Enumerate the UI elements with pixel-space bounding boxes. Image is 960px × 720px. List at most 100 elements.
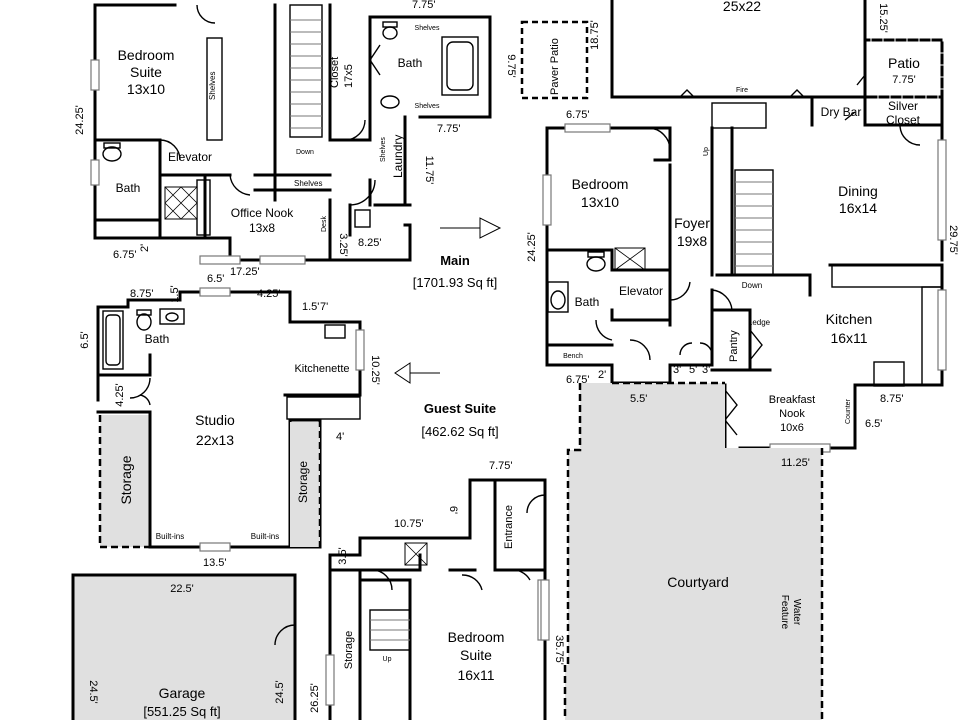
bedroom-main-size: 13x10 (581, 194, 619, 210)
breakfast-name1: Breakfast (769, 394, 815, 406)
dim-8-75g: 8.75' (130, 288, 154, 300)
garage-walls (71, 573, 297, 720)
dim-26-25: 26.25' (309, 683, 321, 713)
dim-6-75a: 6.75' (113, 249, 137, 261)
storage-s-label: Storage (343, 631, 355, 670)
dim-2a: 2' (139, 244, 151, 252)
bedroom-suite-nw-name2: Suite (130, 64, 162, 80)
silver-closet-name2: Closet (886, 113, 921, 127)
direction-arrows (394, 217, 502, 384)
dim-3b: 3' (702, 364, 710, 376)
dim-17-25: 17.25' (230, 266, 260, 278)
dim-10-75: 10.75' (394, 518, 424, 530)
shelves-bottom-label: Shelves (415, 103, 440, 110)
elevator-main-label: Elevator (619, 284, 663, 298)
shelves-nw-label: Shelves (208, 72, 217, 100)
dim-5: 5' (689, 364, 697, 376)
water-feature-name1: Water (791, 599, 802, 626)
dim-35-75: 35.75' (553, 635, 565, 665)
dim-7-75b: 7.75' (437, 123, 461, 135)
dim-29-75: 29.75' (947, 225, 959, 255)
dry-bar-label: Dry Bar (821, 105, 862, 119)
top-room-size: 25x22 (723, 0, 761, 14)
builtins-right-label: Built-ins (251, 532, 279, 541)
dim-2b: 2' (598, 369, 606, 381)
bath-guest-label: Bath (145, 332, 170, 346)
room-labels: Bedroom Suite 13x10 Bath Elevator Shelve… (116, 0, 921, 719)
builtins-left-label: Built-ins (156, 532, 184, 541)
nw-stairs (289, 4, 323, 138)
down-top-label: Down (296, 149, 314, 156)
dim-6-5k: 6.5' (865, 418, 882, 430)
bath-main-label: Bath (575, 295, 600, 309)
breakfast-size: 10x6 (780, 422, 804, 434)
office-nook-size: 13x8 (249, 221, 275, 235)
dim-4-25: 4.25' (257, 288, 281, 300)
desk-label: Desk (321, 216, 328, 232)
dining-size: 16x14 (839, 200, 877, 216)
dim-5-5: 5.5' (630, 393, 647, 405)
shelves-closet-label: Shelves (294, 179, 322, 188)
water-feature-name2: Feature (779, 595, 790, 630)
dim-10-25: 10.25' (369, 355, 381, 385)
nw-wing-walls (90, 3, 492, 265)
shelves-mid-label: Shelves (380, 137, 387, 162)
guest-section-name: Guest Suite (424, 401, 496, 416)
dim-15-25: 15.25' (877, 3, 889, 33)
dim-24-5b: 24.5' (274, 680, 286, 704)
shelves-top-label: Shelves (415, 25, 440, 32)
guest-suite-walls (96, 287, 365, 552)
dim-8-25: 8.25' (358, 237, 382, 249)
guest-section-area: [462.62 Sq ft] (421, 424, 498, 439)
dim-13-5: 13.5' (203, 557, 227, 569)
south-suite-walls (325, 478, 550, 720)
breakfast-name2: Nook (779, 408, 805, 420)
dim-24-5a: 24.5' (87, 680, 99, 704)
bath-top-label: Bath (398, 56, 423, 70)
dim-7: 7' (320, 301, 328, 313)
counter-label: Counter (845, 398, 852, 424)
storage-left-label: Storage (118, 455, 134, 504)
patio-label: Patio (888, 55, 920, 71)
dim-6-5side: 6.5' (79, 331, 91, 348)
kitchen-label: Kitchen (826, 311, 873, 327)
dim-6s: 6' (447, 506, 459, 514)
dim-11-75: 11.75' (423, 156, 435, 185)
paver-patio (520, 20, 589, 100)
pantry-label: Pantry (728, 330, 740, 362)
dim-4-25side: 4.25' (114, 383, 126, 407)
dim-22-5: 22.5' (170, 583, 194, 595)
laundry-label: Laundry (391, 135, 405, 178)
down-main-label: Down (742, 281, 762, 290)
patio-dim: 7.75' (892, 74, 916, 86)
garage-area: [551.25 Sq ft] (143, 704, 220, 719)
bedroom-suite-s-name2: Suite (460, 647, 492, 663)
dim-1-5a: 1.5' (169, 285, 181, 302)
closet-top-size: 17x5 (343, 64, 355, 88)
main-section-name: Main (440, 253, 470, 268)
dining-label: Dining (838, 183, 878, 199)
entrance-label: Entrance (503, 505, 515, 549)
dim-3-5: 3.5' (337, 547, 349, 564)
paver-patio-label: Paver Patio (549, 38, 561, 95)
bedroom-suite-s-size: 16x11 (457, 667, 494, 683)
up-main-label: Up (703, 147, 710, 156)
dim-24-25: 24.25' (74, 105, 86, 135)
bedroom-suite-nw-name1: Bedroom (118, 47, 175, 63)
fire-label: Fire (736, 87, 748, 94)
bedroom-main-label: Bedroom (572, 176, 629, 192)
closet-top-label: Closet (329, 57, 341, 88)
dim-4: 4' (336, 431, 344, 443)
dim-3a: 3' (673, 364, 681, 376)
courtyard-label: Courtyard (667, 574, 728, 590)
bedroom-suite-s-name1: Bedroom (448, 629, 505, 645)
storage-right-label: Storage (296, 461, 310, 503)
kitchenette-label: Kitchenette (294, 363, 349, 375)
dim-3-25: 3.25' (337, 233, 349, 257)
garage-label: Garage (159, 685, 206, 701)
dim-8-75k: 8.75' (880, 393, 904, 405)
studio-label: Studio (195, 412, 235, 428)
foyer-size: 19x8 (677, 233, 708, 249)
dimension-labels: 24.25' 6.75' 2' 17.25' 7.75' 9.75' 7.75'… (74, 0, 959, 713)
